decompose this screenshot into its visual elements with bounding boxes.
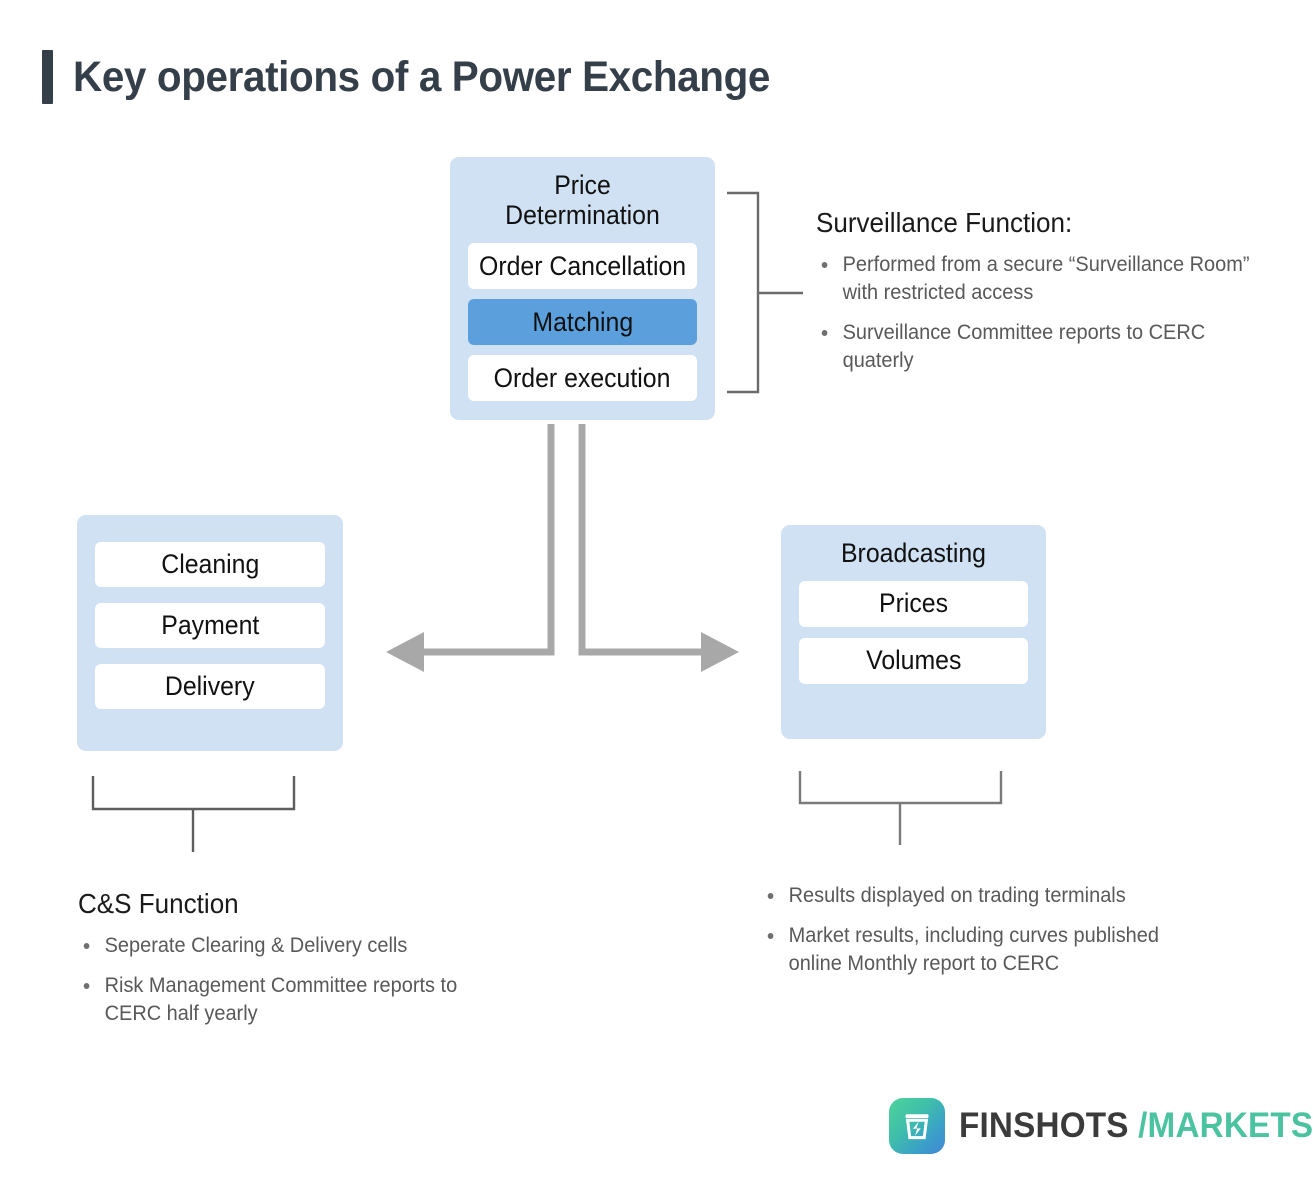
chip-payment[interactable]: Payment: [95, 603, 325, 648]
chip-prices[interactable]: Prices: [799, 580, 1028, 627]
page-header: Key operations of a Power Exchange: [42, 50, 815, 104]
cs-bullet-list: Seperate Clearing & Delivery cells Risk …: [78, 932, 498, 1028]
chip-order-cancellation-label: Order Cancellation: [478, 250, 687, 281]
broadcast-bracket-connector: [798, 771, 1003, 845]
chip-delivery[interactable]: Delivery: [95, 664, 325, 709]
chip-cleaning-label: Cleaning: [160, 549, 260, 579]
arrow-to-broadcast-box: [578, 424, 712, 656]
finshots-wordmark: FINSHOTS /MARKETS: [959, 1106, 1313, 1146]
chip-cleaning[interactable]: Cleaning: [95, 542, 325, 587]
arrow-to-cs-box: [412, 424, 555, 656]
clearing-settlement-box: Cleaning Payment Delivery: [77, 515, 343, 751]
arrowhead-left: [386, 632, 424, 672]
finshots-cup-icon: [889, 1098, 945, 1154]
chip-volumes[interactable]: Volumes: [799, 637, 1028, 684]
surveillance-function-note: Surveillance Function: Performed from a …: [816, 207, 1286, 375]
chip-prices-label: Prices: [878, 588, 948, 619]
list-item: Results displayed on trading terminals: [762, 882, 1209, 910]
price-determination-box: Price Determination Order Cancellation M…: [450, 157, 715, 420]
surveillance-note-title: Surveillance Function:: [816, 207, 1073, 238]
broadcasting-header: Broadcasting: [840, 538, 986, 568]
chip-matching[interactable]: Matching: [468, 299, 697, 346]
chip-order-execution-label: Order execution: [494, 362, 671, 393]
list-item: Performed from a secure “Surveillance Ro…: [816, 251, 1263, 307]
list-item: Surveillance Committee reports to CERC q…: [816, 319, 1263, 375]
list-item: Risk Management Committee reports to CER…: [78, 972, 477, 1028]
brand-primary-text: FINSHOTS: [959, 1106, 1129, 1145]
broadcasting-note: Results displayed on trading terminals M…: [762, 882, 1232, 978]
finshots-logo: FINSHOTS /MARKETS: [889, 1098, 1313, 1154]
brand-secondary-text: /MARKETS: [1138, 1106, 1313, 1145]
chip-order-execution[interactable]: Order execution: [468, 355, 697, 402]
list-item: Seperate Clearing & Delivery cells: [78, 932, 477, 960]
chip-payment-label: Payment: [160, 610, 260, 640]
chip-volumes-label: Volumes: [865, 645, 962, 676]
chip-matching-label: Matching: [532, 306, 633, 337]
list-item: Market results, including curves publish…: [762, 922, 1209, 978]
surveillance-bullet-list: Performed from a secure “Surveillance Ro…: [816, 251, 1286, 375]
cs-function-note: C&S Function Seperate Clearing & Deliver…: [78, 888, 498, 1028]
chip-delivery-label: Delivery: [165, 671, 255, 701]
page-title: Key operations of a Power Exchange: [73, 52, 771, 101]
chip-order-cancellation[interactable]: Order Cancellation: [468, 243, 697, 290]
cs-bracket-connector: [91, 776, 296, 852]
broadcast-bullet-list: Results displayed on trading terminals M…: [762, 882, 1232, 978]
surveillance-bracket-connector: [727, 191, 803, 394]
price-determination-header: Price Determination: [505, 170, 660, 230]
title-accent-bar: [42, 50, 53, 104]
cup-glyph: [905, 1114, 929, 1140]
broadcasting-box: Broadcasting Prices Volumes: [781, 525, 1046, 739]
cs-note-title: C&S Function: [78, 888, 239, 919]
arrowhead-right: [701, 632, 739, 672]
